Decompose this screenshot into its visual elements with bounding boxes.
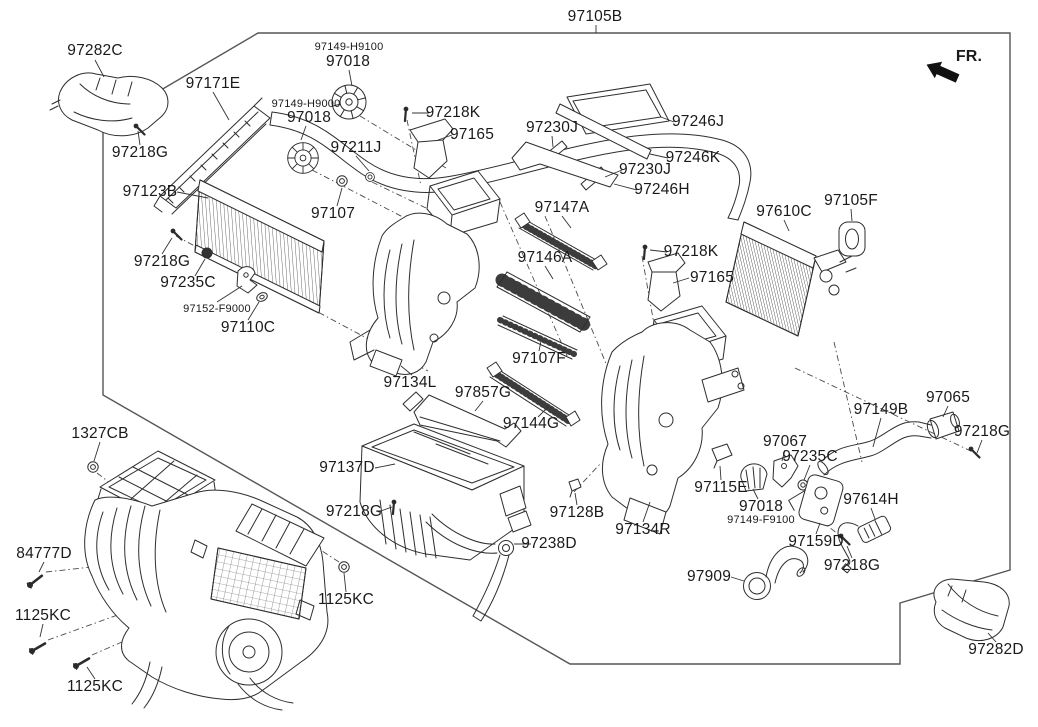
part-label-97909: 97909 [686, 568, 732, 585]
part-label-97110c: 97110C [220, 319, 276, 336]
part-label-97246j: 97246J [671, 113, 725, 130]
part-label-97171e: 97171E [185, 75, 241, 92]
part-label-97147a: 97147A [534, 199, 590, 216]
part-label-97211j: 97211J [330, 139, 382, 156]
nut-drawing [336, 175, 348, 187]
hose-stub-drawing [743, 545, 809, 600]
mounting-bracket-lower-drawing [933, 578, 1010, 641]
fr-indicator: FR. [955, 48, 983, 65]
sensor-with-cable-drawing [837, 515, 892, 574]
door-cam-disc-drawing [287, 142, 319, 174]
part-label-97218g-5: 97218G [823, 557, 881, 574]
heater-core-drawing [194, 179, 325, 314]
part-label-97159d: 97159D [788, 533, 844, 550]
part-label-97857g: 97857G [454, 384, 512, 401]
heater-main-assembly-drawing [84, 450, 329, 711]
part-label-97246h: 97246H [634, 181, 690, 198]
callout-leader-lines [38, 59, 997, 680]
part-label-97134l: 97134L [383, 374, 437, 391]
part-label-97144g: 97144G [502, 415, 560, 432]
part-label-97165-1: 97165 [449, 126, 495, 143]
drain-hose-drawing [425, 513, 514, 622]
front-direction-arrow-icon [926, 61, 960, 83]
part-label-97246k: 97246K [665, 149, 721, 166]
part-label-97149-h9100: 97149-H9100 [314, 41, 384, 53]
lower-blower-case-drawing [359, 423, 532, 561]
upper-blower-case-right-drawing [601, 305, 745, 535]
part-label-97018-3: 97018 [738, 498, 784, 515]
part-label-97107: 97107 [310, 205, 356, 222]
part-label-97128b: 97128B [549, 504, 605, 521]
part-label-97149b: 97149B [853, 401, 909, 418]
duct-channel-drawing [402, 391, 522, 448]
part-label-97282d: 97282D [968, 641, 1024, 658]
part-label-97065: 97065 [925, 389, 971, 406]
part-label-1125kc-2: 1125KC [14, 607, 72, 624]
filter-strips-drawing [486, 212, 608, 427]
part-label-97134r: 97134R [615, 521, 671, 538]
nut-drawing [365, 172, 375, 182]
grommet-drawing [256, 292, 268, 302]
part-label-97123b: 97123B [122, 183, 178, 200]
part-label-97165-2: 97165 [689, 269, 735, 286]
door-cam-bracket-drawing [740, 463, 768, 492]
nut-drawing [338, 561, 350, 573]
pipe-seal-drawing [838, 221, 866, 257]
part-label-97614h: 97614H [843, 491, 899, 508]
clip-drawing [568, 478, 582, 498]
screw-drawing [635, 242, 654, 261]
part-label-84777d: 84777D [16, 545, 72, 562]
part-label-97230j-1: 97230J [525, 119, 579, 136]
bolt-drawing [24, 572, 45, 591]
lever-drawing [772, 454, 799, 488]
part-label-97105b: 97105B [567, 8, 623, 25]
cap-nut-drawing [201, 247, 213, 259]
part-label-97149-h9000: 97149-H9000 [271, 98, 341, 110]
part-label-97218g-4: 97218G [325, 503, 383, 520]
part-label-97235c-1: 97235C [160, 274, 216, 291]
part-label-97018-1: 97018 [325, 53, 371, 70]
diagram-border [102, 25, 1011, 665]
part-label-97152-f9000: 97152-F9000 [183, 303, 251, 315]
mounting-bracket-upper-drawing [49, 72, 169, 137]
part-label-97137d: 97137D [319, 459, 375, 476]
screw-drawing [169, 227, 183, 241]
screw-drawing [967, 445, 981, 459]
part-label-97218k-2: 97218K [663, 243, 719, 260]
bolt-drawing [26, 639, 48, 657]
screw-drawing [396, 104, 415, 123]
filter-cover-drawing [647, 252, 686, 312]
part-label-97146a: 97146A [517, 249, 573, 266]
part-label-97107f: 97107F [512, 350, 566, 367]
part-label-97235c-2: 97235C [782, 448, 838, 465]
part-label-1327cb: 1327CB [71, 425, 129, 442]
part-label-97218k-1: 97218K [425, 104, 481, 121]
part-label-97018-2: 97018 [286, 109, 332, 126]
part-label-97067: 97067 [762, 433, 808, 450]
part-label-97115e: 97115E [694, 479, 748, 496]
nut-drawing [87, 461, 99, 473]
actuator-motor-drawing [788, 474, 844, 527]
evaporator-core-drawing [725, 221, 857, 337]
upper-blower-case-left-drawing [349, 170, 501, 377]
part-label-97238d: 97238D [521, 535, 577, 552]
part-label-97218g-2: 97218G [133, 253, 191, 270]
filter-cover-drawing [409, 118, 454, 179]
hose-connector-drawing [926, 411, 960, 440]
part-label-97218g-1: 97218G [111, 144, 169, 161]
heater-water-hose-drawing [817, 421, 932, 476]
part-label-97282c: 97282C [67, 42, 123, 59]
clip-drawing [711, 443, 733, 469]
part-label-97610c: 97610C [756, 203, 812, 220]
part-label-97105f: 97105F [824, 192, 878, 209]
part-label-1125kc-3: 1125KC [66, 678, 124, 695]
part-label-97149-f9100: 97149-F9100 [727, 514, 795, 526]
part-label-97230j-2: 97230J [618, 161, 672, 178]
heater-pipe-bracket-drawing [153, 97, 271, 215]
part-label-97218g-3: 97218G [953, 423, 1011, 440]
seal-strips-drawing [511, 83, 670, 191]
part-label-1125kc-1: 1125KC [317, 591, 375, 608]
